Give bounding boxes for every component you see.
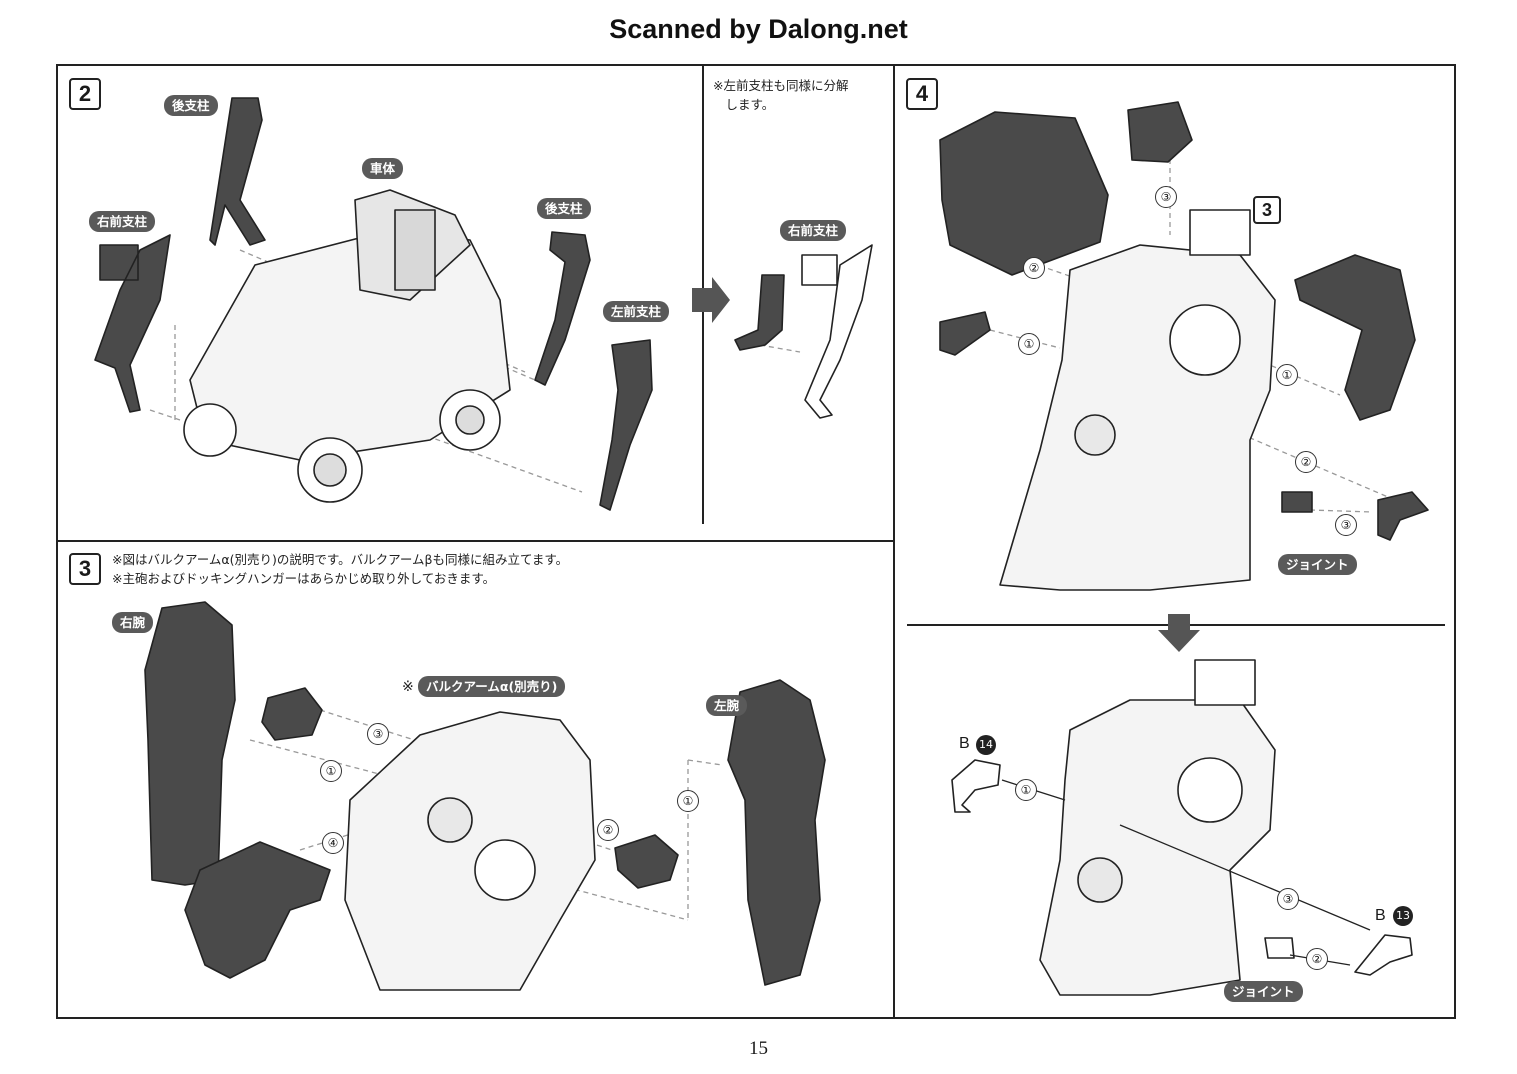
label-right-front-strut-inset: 右前支柱 bbox=[780, 220, 847, 241]
step-number-2: 2 bbox=[69, 78, 101, 110]
label-right-arm: 右腕 bbox=[112, 612, 154, 633]
step3-circled-2: ② bbox=[597, 819, 619, 841]
step-number-3: 3 bbox=[69, 553, 101, 585]
label-bulk-arm: バルクアームα(別売り) bbox=[418, 676, 566, 697]
page-header: Scanned by Dalong.net bbox=[609, 14, 908, 44]
part-ref-b14-number: 14 bbox=[976, 735, 996, 755]
step4-circled-3-top: ③ bbox=[1155, 186, 1177, 208]
step3-circled-1a: ① bbox=[320, 760, 342, 782]
label-rear-strut-2: 後支柱 bbox=[537, 198, 591, 219]
part-ref-b13-number: 13 bbox=[1393, 906, 1413, 926]
step3-note: ※図はバルクアームα(別売り)の説明です。バルクアームβも同様に組み立てます。 … bbox=[112, 552, 569, 586]
step3-circled-1b: ① bbox=[677, 790, 699, 812]
part-ref-b13-letter: B bbox=[1375, 907, 1386, 924]
step4-circled-2-right: ② bbox=[1295, 451, 1317, 473]
divider-left-horizontal bbox=[57, 540, 894, 542]
step4-circled-1-right: ① bbox=[1276, 364, 1298, 386]
label-rear-strut-1: 後支柱 bbox=[164, 95, 218, 116]
step4-circled-2-left: ② bbox=[1023, 257, 1045, 279]
label-right-front-strut: 右前支柱 bbox=[89, 211, 156, 232]
divider-main-vertical bbox=[893, 65, 895, 1018]
step4-circled-1-bottom: ① bbox=[1015, 779, 1037, 801]
label-ref-mark: ※ bbox=[402, 679, 414, 695]
step4-circled-2-bottom: ② bbox=[1306, 948, 1328, 970]
step4-sub-number: 3 bbox=[1253, 196, 1281, 224]
label-joint-top: ジョイント bbox=[1278, 554, 1357, 575]
label-left-front-strut: 左前支柱 bbox=[603, 301, 670, 322]
label-joint-bottom: ジョイント bbox=[1224, 981, 1303, 1002]
step3-circled-3: ③ bbox=[367, 723, 389, 745]
label-left-arm: 左腕 bbox=[706, 695, 748, 716]
step3-circled-4: ④ bbox=[322, 832, 344, 854]
step-number-4: 4 bbox=[906, 78, 938, 110]
step4-circled-1-left: ① bbox=[1018, 333, 1040, 355]
step4-circled-3-joint: ③ bbox=[1335, 514, 1357, 536]
part-ref-b14-letter: B bbox=[959, 735, 970, 752]
step4-circled-3-bottom: ③ bbox=[1277, 888, 1299, 910]
step2-note: ※左前支柱も同様に分解 します。 bbox=[713, 78, 849, 112]
label-body: 車体 bbox=[362, 158, 404, 179]
page-number: 15 bbox=[749, 1038, 768, 1059]
